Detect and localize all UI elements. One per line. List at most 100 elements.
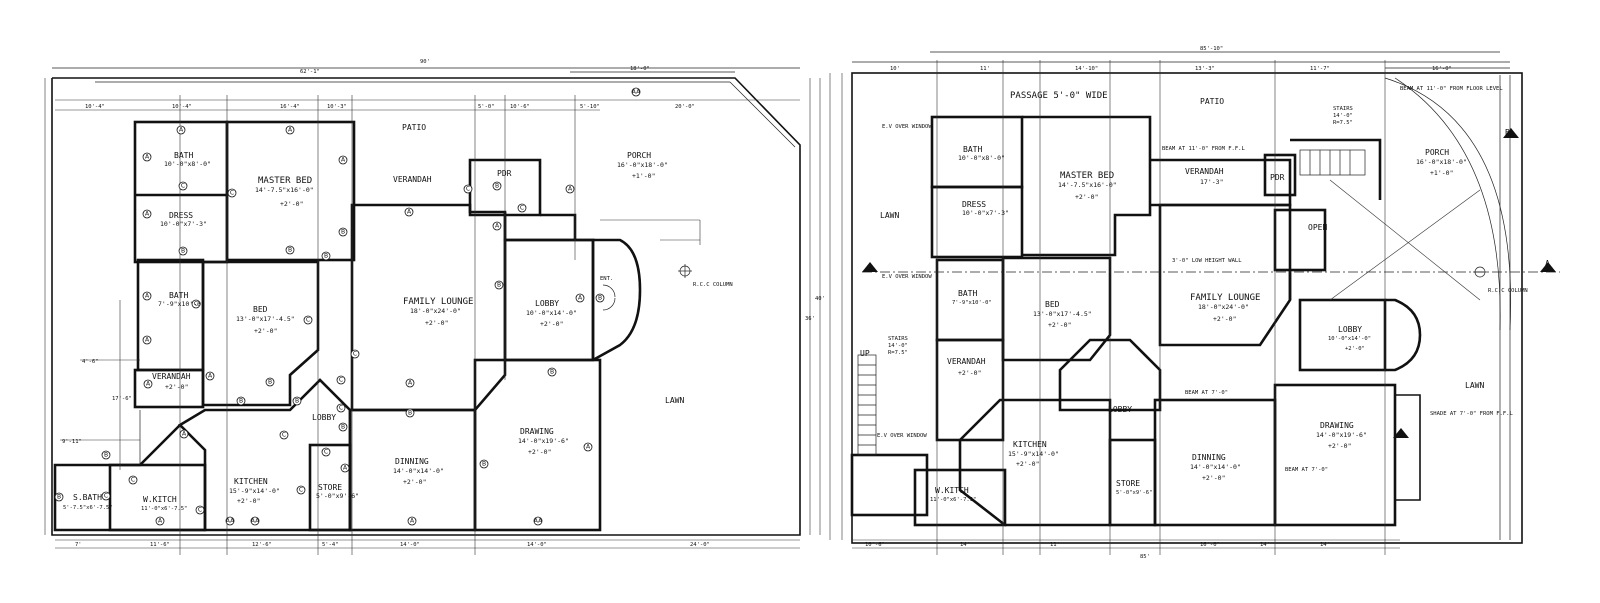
right-dress-walls (930, 185, 1024, 259)
svg-text:A: A (145, 293, 150, 300)
left-ent-label: ENT. (600, 276, 613, 282)
svg-text:A: A (341, 157, 346, 164)
svg-text:A: A (408, 380, 413, 387)
right-lobby-label: LOBBY (1338, 325, 1362, 334)
left-grid-markers: A A A A C C A B B B A B C C A AA A B B A… (54, 87, 641, 526)
right-family-lounge-size: 18'-0"x24'-0" (1198, 303, 1249, 311)
svg-text:C: C (194, 301, 198, 308)
left-dim-bot-2: 11'-6" (150, 542, 170, 548)
svg-text:B: B (268, 379, 272, 386)
left-dim-bot-4: 5'-4" (322, 542, 339, 548)
left-store-label: STORE (318, 483, 342, 492)
left-dim-bot-7: 24'-0" (690, 542, 710, 548)
svg-text:C: C (306, 317, 310, 324)
note-beam-top: BEAM AT 11'-0" FROM FLOOR LEVEL (1400, 86, 1503, 92)
left-kitchen-level: +2'-0" (237, 497, 260, 505)
svg-text:B: B (104, 452, 108, 459)
right-bed-label: BED (1045, 300, 1060, 309)
left-sbath-label: S.BATH (73, 493, 102, 502)
left-bath-dress-block (133, 120, 229, 264)
right-pdr-label: PDR (1270, 173, 1285, 182)
svg-text:A: A (145, 154, 150, 161)
left-porch-label: PORCH (627, 151, 651, 160)
left-dim-bot-5: 14'-0" (400, 542, 420, 548)
left-bath2-label: BATH (169, 291, 188, 300)
left-column-note: R.C.C COLUMN (693, 282, 733, 288)
svg-text:A: A (145, 337, 150, 344)
note-beam-low: BEAM AT 7'-0" (1285, 467, 1328, 473)
svg-text:A: A (145, 211, 150, 218)
right-dim-top-3: 14'-10" (1075, 66, 1098, 72)
section-arrow-left-icon (862, 262, 878, 272)
right-lawn-right-label: LAWN (1465, 381, 1484, 390)
left-dim-bot-1: 7' (75, 542, 82, 548)
left-lobby-label: LOBBY (535, 299, 559, 308)
svg-text:C: C (339, 377, 343, 384)
right-kitchen-label: KITCHEN (1013, 440, 1047, 449)
note-column: R.C.C COLUMN (1488, 288, 1528, 294)
right-porch-level: +1'-0" (1430, 169, 1453, 177)
right-dinning-label: DINNING (1192, 453, 1226, 462)
svg-text:C: C (198, 507, 202, 514)
right-dim-top-1: 10' (890, 66, 900, 72)
left-kitchen-size: 15'-9"x14'-0" (229, 487, 280, 495)
left-dim-top-4: 10'-3" (327, 104, 347, 110)
left-bed-size: 13'-0"x17'-4.5" (236, 315, 295, 323)
svg-text:AA: AA (632, 89, 641, 96)
left-store-size: 5'-0"x9'-6" (316, 492, 359, 500)
right-stairs-left-label: STAIRS (888, 336, 908, 342)
svg-text:A: A (495, 223, 500, 230)
right-verandah-label: VERANDAH (1185, 167, 1224, 176)
left-bath2-size: 7'-9"x10'-0" (158, 300, 205, 308)
section-arrow-right-icon (1540, 262, 1556, 272)
right-bath2-size: 7'-9"x10'-0" (952, 300, 992, 306)
svg-text:B: B (57, 494, 61, 501)
right-dim-bot-3: 11' (1050, 542, 1060, 548)
right-dim-bot-4: 16'-0" (1200, 542, 1220, 548)
right-lobby-walls (1298, 298, 1387, 372)
right-porch-label: PORCH (1425, 148, 1449, 157)
right-lobby-size: 10'-0"x14'-0" (1328, 336, 1371, 342)
right-dinning-level: +2'-0" (1202, 474, 1225, 482)
svg-text:C: C (131, 477, 135, 484)
left-dress-label: DRESS (169, 211, 193, 220)
svg-text:A: A (407, 209, 412, 216)
left-lobby-center-label: LOBBY (312, 413, 336, 422)
right-lobby-center-label: LOBBY (1108, 405, 1132, 414)
right-dress-label: DRESS (962, 200, 986, 209)
right-stairs-right-tread: R=7.5" (1333, 120, 1353, 126)
right-dim-bot-2: 14' (960, 542, 970, 548)
left-verandah-label: VERANDAH (393, 175, 432, 184)
svg-text:B: B (295, 398, 299, 405)
svg-text:C: C (104, 493, 108, 500)
right-bath2-label: BATH (958, 289, 977, 298)
left-right-dim-1: 36' (805, 316, 815, 322)
left-family-lounge-size: 18'-0"x24'-0" (410, 307, 461, 315)
right-verandah2-level: +2'-0" (958, 369, 981, 377)
left-drawing-size: 14'-0"x19'-6" (518, 437, 569, 445)
left-family-lounge-label: FAMILY LOUNGE (403, 297, 473, 307)
svg-text:B: B (341, 424, 345, 431)
left-wkitch-size: 11'-0"x6'-7.5" (141, 506, 187, 512)
left-dim-top-5: 5'-0" (478, 104, 495, 110)
svg-text:A: A (410, 518, 415, 525)
left-drawing-level: +2'-0" (528, 448, 551, 456)
right-master-bed-level: +2'-0" (1075, 193, 1098, 201)
right-passage-label: PASSAGE 5'-0" WIDE (1010, 91, 1108, 101)
left-dim-top-1: 10'-4" (85, 104, 105, 110)
right-verandah-size: 17'-3" (1200, 178, 1223, 186)
right-family-lounge-level: +2'-0" (1213, 315, 1236, 323)
left-side-dim-1: 4'-6" (82, 359, 99, 365)
right-drawing-label: DRAWING (1320, 421, 1354, 430)
left-patio-label: PATIO (402, 123, 426, 132)
svg-text:A: A (343, 465, 348, 472)
svg-text:A: A (158, 518, 163, 525)
svg-text:C: C (181, 183, 185, 190)
left-dim-top-2: 10'-4" (172, 104, 192, 110)
right-plot-boundary (851, 72, 1523, 544)
right-floor-plan: PASSAGE 5'-0" WIDE PATIO BATH 10'-0"x8'-… (829, 46, 1560, 560)
right-dim-top-4: 13'-3" (1195, 66, 1215, 72)
left-master-bed-label: MASTER BED (258, 176, 312, 186)
svg-text:A: A (586, 444, 591, 451)
